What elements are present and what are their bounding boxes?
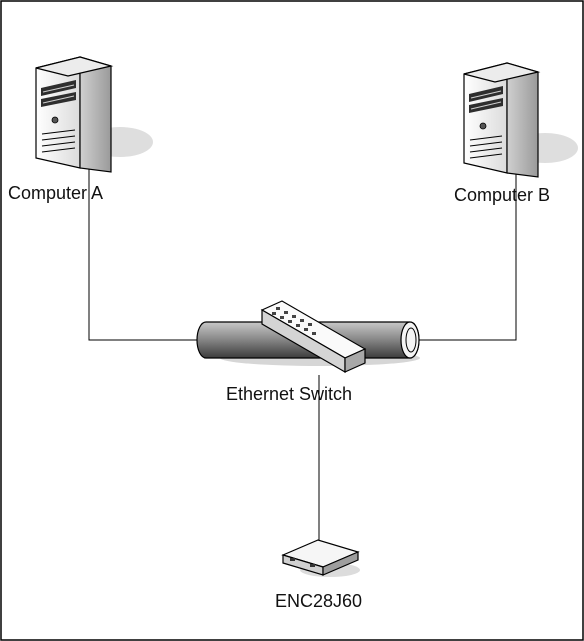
link-computer-b-to-switch — [418, 110, 517, 341]
enc28j60-label: ENC28J60 — [275, 591, 363, 611]
computer-a-icon — [35, 56, 153, 173]
ethernet-switch-icon — [260, 300, 367, 374]
enc28j60-icon — [281, 539, 360, 577]
computer-b-label: Computer B — [454, 185, 551, 205]
computer-b-icon — [463, 62, 578, 178]
computer-a-label: Computer A — [8, 183, 104, 203]
ethernet-switch-label: Ethernet Switch — [226, 384, 353, 404]
link-computer-a-to-switch — [88, 105, 205, 341]
